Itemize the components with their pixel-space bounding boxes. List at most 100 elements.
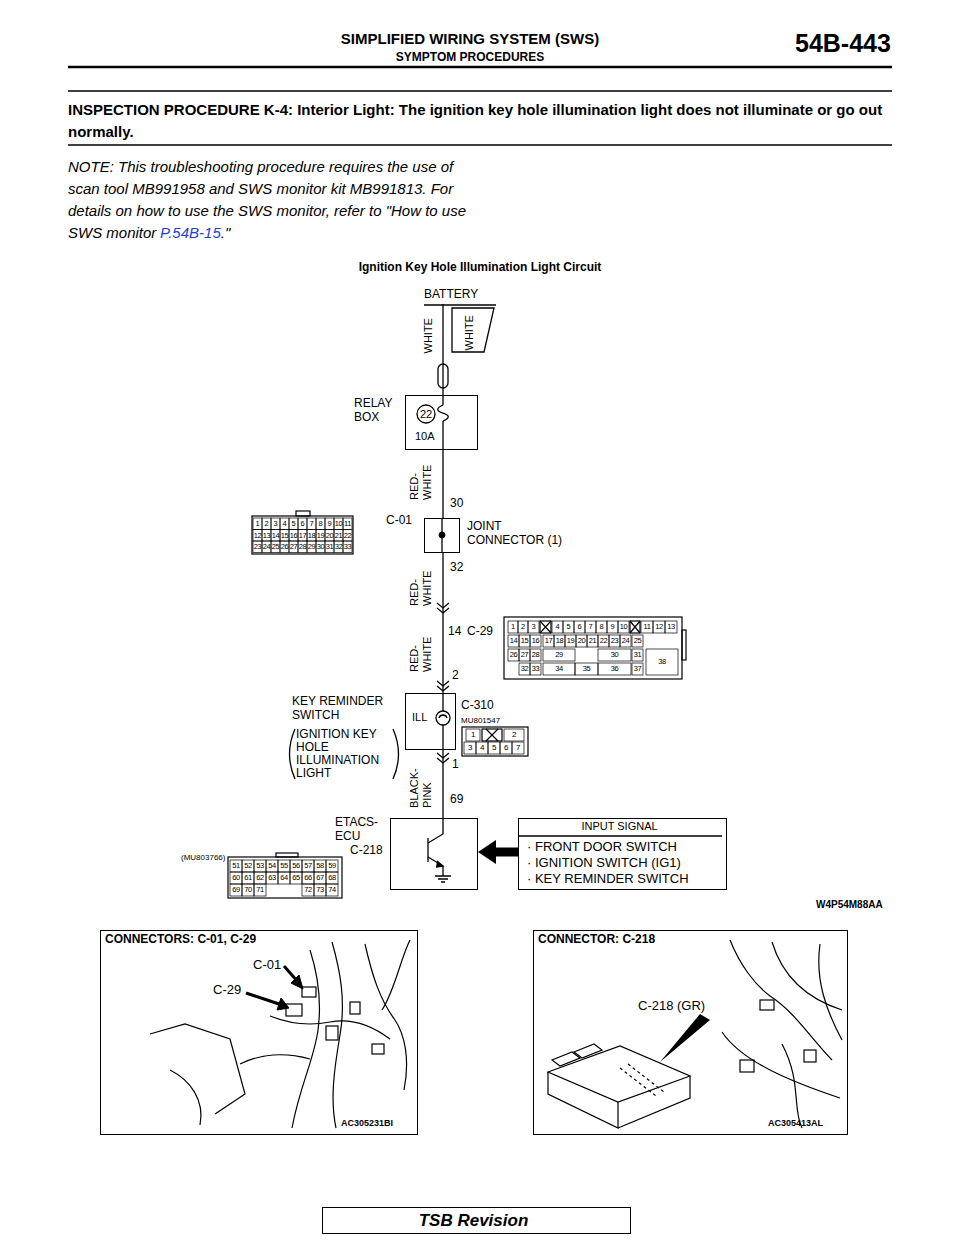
lamp-symbol [442, 693, 443, 711]
connector-face-frame [228, 857, 342, 898]
pin-number: 13 [260, 530, 273, 542]
pin-number: 62 [252, 872, 268, 884]
pin-number: 28 [296, 541, 309, 553]
pin-number: 72 [300, 884, 316, 896]
right-harness-illustration [760, 1000, 774, 1010]
pin-number: 30 [314, 541, 327, 553]
wire [443, 750, 444, 818]
transistor-symbol [428, 818, 451, 882]
pin-number: 4 [474, 742, 490, 754]
dashboard-harness-illustration [332, 942, 342, 1128]
pin-number: 15 [278, 530, 291, 542]
wire-color: RED-WHITE [408, 460, 434, 500]
connector-face-frame [276, 853, 298, 857]
part-number: (MU803766) [181, 853, 225, 862]
node-title: CONNECTOR: C-218 [538, 933, 655, 947]
pin-number: 11 [341, 518, 354, 530]
right-harness-illustration [740, 1060, 754, 1072]
joint-connector-symbol [439, 532, 445, 538]
pin-number: 23 [607, 635, 622, 647]
dashboard-harness-illustration [382, 940, 410, 1010]
pin-number: 2 [452, 669, 459, 683]
pin-number: 37 [630, 663, 645, 675]
node-text: IGNITION KEY HOLE ILLUMINATION LIGHT [296, 728, 384, 780]
pin-number: 22 [596, 635, 611, 647]
pin-number: 69 [450, 793, 463, 807]
pin-number: 6 [296, 518, 309, 530]
pin-number: 29 [541, 649, 577, 661]
pin-number: 59 [324, 860, 340, 872]
dashboard-harness-illustration [350, 1002, 360, 1014]
pin-number: 6 [572, 621, 587, 633]
pin-number: 1 [506, 621, 520, 633]
pin-number: 27 [517, 649, 532, 661]
pin-number: 17 [296, 530, 309, 542]
note-text: NOTE: This troubleshooting procedure req… [68, 158, 466, 241]
dashboard-harness-illustration [326, 1026, 338, 1040]
page-number: 54B-443 [795, 29, 891, 58]
pin-number: 17 [541, 635, 556, 647]
pin-number: 66 [300, 872, 316, 884]
wire [443, 304, 444, 395]
transistor-symbol [428, 857, 443, 876]
pin-number: 9 [605, 621, 620, 633]
pin-number: 65 [288, 872, 304, 884]
figure-code: W4P54M88AA [816, 899, 883, 911]
wire-line [442, 450, 443, 518]
wire-line [442, 750, 443, 818]
dashboard-harness-illustration [170, 1070, 201, 1125]
connector-face-frame [252, 516, 353, 554]
input-signal-box: INPUT SIGNAL· FRONT DOOR SWITCH· IGNITIO… [518, 818, 727, 890]
pin-number: 11 [639, 621, 655, 633]
pin-number: 51 [228, 860, 244, 872]
pin-number: 26 [506, 649, 521, 661]
pin-number: 19 [563, 635, 578, 647]
pin-number: 7 [305, 518, 318, 530]
pointer-arrow [660, 1014, 710, 1062]
battery-cable-symbol [424, 304, 496, 305]
connector-face-frame [228, 511, 686, 898]
wire-color: RED-WHITE [408, 566, 434, 606]
pin-number: 14 [506, 635, 521, 647]
pin-number: 31 [323, 541, 336, 553]
right-harness-illustration [722, 940, 842, 1128]
node-title: RELAY BOX [354, 397, 402, 425]
right-harness-illustration [804, 1050, 816, 1062]
pin-number: 7 [510, 742, 526, 754]
pin-number: 2 [502, 729, 526, 741]
pin-number: 38 [644, 649, 680, 675]
pin-number: 70 [240, 884, 256, 896]
wire [443, 450, 444, 518]
pointer-arrow [291, 975, 303, 989]
pin-number: 1 [452, 758, 459, 772]
lamp-symbol [442, 725, 443, 750]
lamp-bracket [290, 729, 399, 779]
pin-number: 2 [516, 621, 530, 633]
pin-number: 10 [616, 621, 631, 633]
wire-color: WHITE [463, 310, 476, 350]
pin-number: 32 [450, 561, 463, 575]
pin-number: 56 [288, 860, 304, 872]
pin-number: 24 [618, 635, 633, 647]
pin-number: 5 [486, 742, 502, 754]
pin-number: 64 [276, 872, 292, 884]
pin-number: 73 [312, 884, 328, 896]
pin-number: 15 [517, 635, 532, 647]
pin-number: 13 [663, 621, 679, 633]
pin-number: 74 [324, 884, 340, 896]
transistor-symbol [435, 876, 451, 882]
node-text: · KEY REMINDER SWITCH [527, 871, 689, 887]
pin-number: 21 [332, 530, 345, 542]
arrow-head [478, 840, 496, 864]
joint-connector-box: JOINT CONNECTOR (1) [424, 518, 460, 553]
right-harness-illustration [730, 940, 832, 1060]
pin-number: 20 [323, 530, 336, 542]
lamp-symbol [439, 715, 447, 718]
pin-number: 32 [517, 663, 532, 675]
transistor-symbol [436, 861, 443, 867]
lamp-symbol [436, 711, 450, 725]
pin-number: 2 [260, 518, 273, 530]
right-harness-illustration [782, 1044, 802, 1128]
node-text: · IGNITION SWITCH (IG1) [527, 855, 681, 871]
part-number: MU801547 [461, 716, 500, 725]
